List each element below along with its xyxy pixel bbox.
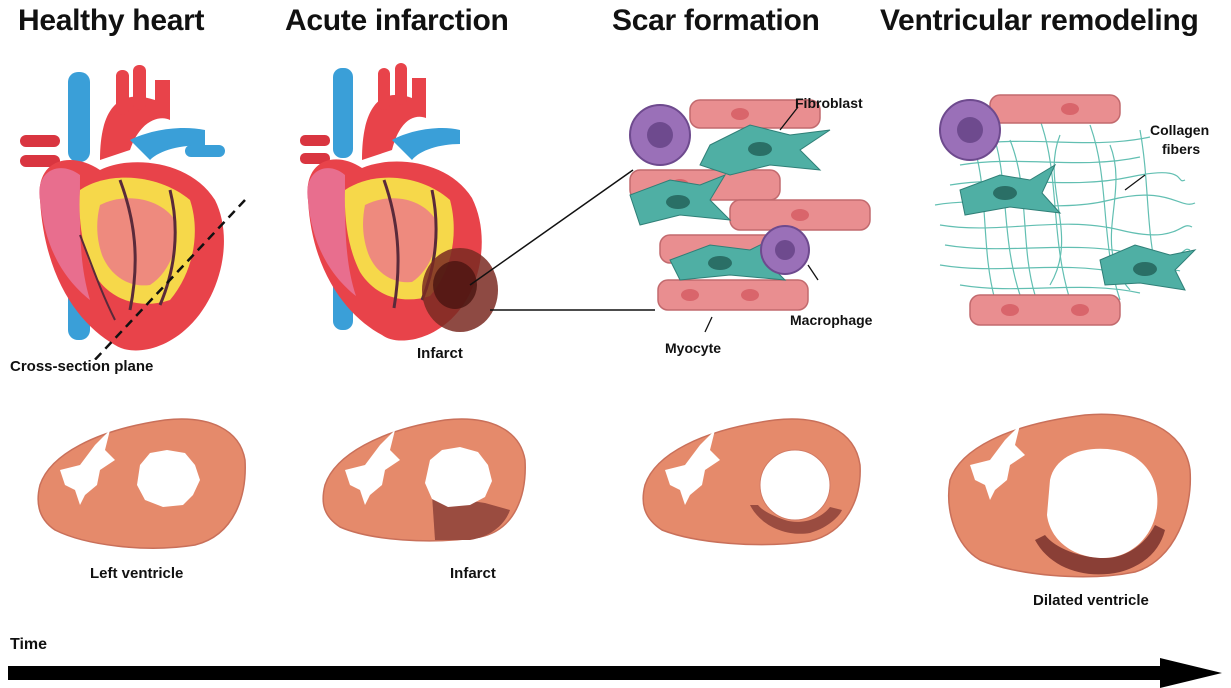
- scar-tissue-illustration: [620, 85, 880, 345]
- infarct-bottom-label: Infarct: [450, 565, 496, 582]
- collagen-label-line2: fibers: [1162, 141, 1200, 157]
- left-ventricle-label: Left ventricle: [90, 565, 183, 582]
- cross-section-dilated: [945, 410, 1195, 585]
- stage-title-scar-formation: Scar formation: [612, 4, 820, 38]
- time-arrow: [0, 658, 1231, 688]
- healthy-heart-illustration: [20, 60, 260, 360]
- dilated-ventricle-label: Dilated ventricle: [1033, 592, 1149, 609]
- cross-section-infarct: [320, 415, 530, 545]
- infarcted-heart-illustration: [300, 60, 500, 345]
- stage-title-ventricular-remodeling: Ventricular remodeling: [880, 4, 1199, 38]
- macrophage-label: Macrophage: [790, 312, 872, 328]
- cross-section-label: Cross-section plane: [10, 358, 153, 375]
- stage-title-acute-infarction: Acute infarction: [285, 4, 509, 38]
- fibroblast-label: Fibroblast: [795, 95, 863, 111]
- time-label: Time: [10, 636, 47, 654]
- cross-section-healthy: [35, 415, 250, 555]
- collagen-label-line1: Collagen: [1150, 122, 1209, 138]
- myocyte-label: Myocyte: [665, 340, 721, 356]
- infarct-top-label: Infarct: [417, 345, 463, 362]
- stage-title-healthy-heart: Healthy heart: [18, 4, 204, 38]
- cross-section-scar: [640, 415, 865, 550]
- arrowhead-icon: [1160, 658, 1222, 688]
